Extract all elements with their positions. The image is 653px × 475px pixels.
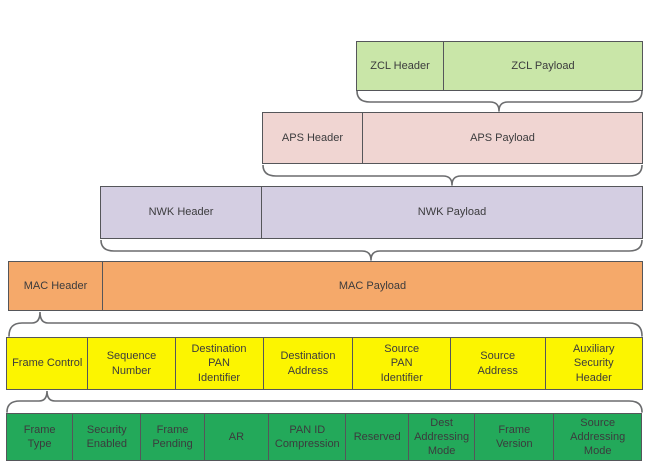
frame-version-label: Frame Version — [495, 423, 533, 450]
aps-header-cell: APS Header — [263, 113, 363, 163]
mac-header-label: MAC Header — [23, 279, 88, 292]
auxiliary-security-header-label: Auxiliary Security Header — [572, 343, 615, 384]
pan-id-compression-cell: PAN ID Compression — [269, 414, 347, 460]
mac-frame-row: MAC Header MAC Payload — [8, 261, 643, 311]
source-address-cell: Source Address — [451, 338, 546, 389]
source-pan-identifier-label: Source PAN Identifier — [380, 343, 423, 384]
frame-type-cell: Frame Type — [7, 414, 74, 460]
dest-addressing-mode-label: Dest Addressing Mode — [414, 416, 470, 458]
sequence-number-label: Sequence Number — [106, 350, 157, 377]
source-address-label: Source Address — [477, 350, 518, 377]
frame-control-cell: Frame Control — [7, 338, 89, 389]
mac-header-cell: MAC Header — [9, 262, 103, 310]
auxiliary-security-header-cell: Auxiliary Security Header — [546, 338, 642, 389]
zcl-header-label: ZCL Header — [370, 59, 430, 72]
source-addressing-mode-label: Source Addressing Mode — [570, 416, 626, 458]
mac-payload-cell: MAC Payload — [103, 262, 642, 310]
zcl-payload-cell: ZCL Payload — [444, 42, 642, 90]
aps-payload-cell: APS Payload — [363, 113, 642, 163]
frame-pending-label: Frame Pending — [152, 423, 193, 450]
source-addressing-mode-cell: Source Addressing Mode — [554, 414, 641, 460]
aps-to-nwk-brace — [262, 165, 643, 186]
dest-addressing-mode-cell: Dest Addressing Mode — [409, 414, 476, 460]
frame-type-label: Frame Type — [23, 423, 56, 450]
source-pan-identifier-cell: Source PAN Identifier — [353, 338, 451, 389]
nwk-frame-row: NWK Header NWK Payload — [100, 186, 643, 239]
frame-control-to-bits-brace — [6, 391, 643, 413]
nwk-payload-label: NWK Payload — [417, 206, 487, 219]
nwk-header-label: NWK Header — [148, 206, 214, 219]
sequence-number-cell: Sequence Number — [88, 338, 176, 389]
aps-frame-row: APS Header APS Payload — [262, 112, 643, 164]
aps-payload-label: APS Payload — [470, 131, 535, 144]
mac-payload-label: MAC Payload — [338, 279, 407, 292]
frame-version-cell: Frame Version — [475, 414, 555, 460]
security-enabled-cell: Security Enabled — [73, 414, 142, 460]
pan-id-compression-label: PAN ID Compression — [274, 423, 340, 450]
zcl-payload-label: ZCL Payload — [511, 59, 575, 72]
reserved-cell: Reserved — [346, 414, 409, 460]
destination-address-label: Destination Address — [280, 350, 336, 377]
mac-header-fields-row: Frame Control Sequence Number Destinatio… — [6, 337, 643, 390]
reserved-label: Reserved — [353, 430, 401, 443]
ar-cell: AR — [205, 414, 270, 460]
zcl-header-cell: ZCL Header — [357, 42, 444, 90]
frame-control-label: Frame Control — [12, 357, 83, 370]
mac-header-to-fields-brace — [8, 312, 643, 337]
destination-pan-identifier-label: Destination PAN Identifier — [191, 343, 247, 384]
nwk-payload-cell: NWK Payload — [262, 187, 642, 238]
ar-label: AR — [228, 430, 245, 443]
security-enabled-label: Security Enabled — [86, 423, 127, 450]
destination-address-cell: Destination Address — [264, 338, 354, 389]
zcl-to-aps-brace — [356, 91, 643, 112]
frame-pending-cell: Frame Pending — [141, 414, 205, 460]
frame-control-fields-row: Frame Type Security Enabled Frame Pendin… — [6, 413, 642, 461]
nwk-to-mac-brace — [100, 240, 643, 261]
destination-pan-identifier-cell: Destination PAN Identifier — [176, 338, 264, 389]
zcl-frame-row: ZCL Header ZCL Payload — [356, 41, 643, 91]
aps-header-label: APS Header — [281, 131, 344, 144]
nwk-header-cell: NWK Header — [101, 187, 262, 238]
